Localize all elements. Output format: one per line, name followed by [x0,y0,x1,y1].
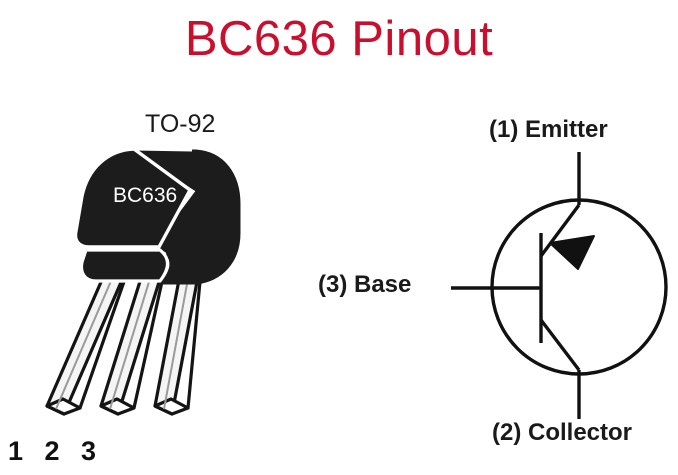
package-top-highlight [133,147,193,152]
package-part-marking: BC636 [113,184,177,207]
base-label: (3) Base [318,271,412,298]
emitter-label: (1) Emitter [489,116,608,143]
package-bottom-rim [79,248,170,283]
emitter-segment [539,203,581,258]
page-title: BC636 Pinout [184,12,494,66]
package-body-front [73,147,192,249]
pin-numbers-label: 1 2 3 [8,436,104,466]
collector-label: (2) Collector [492,419,633,446]
collector-segment [539,318,581,372]
package-body-side [130,149,241,285]
package-type-label: TO-92 [145,110,216,138]
pnp-emitter-arrowhead [549,235,595,270]
